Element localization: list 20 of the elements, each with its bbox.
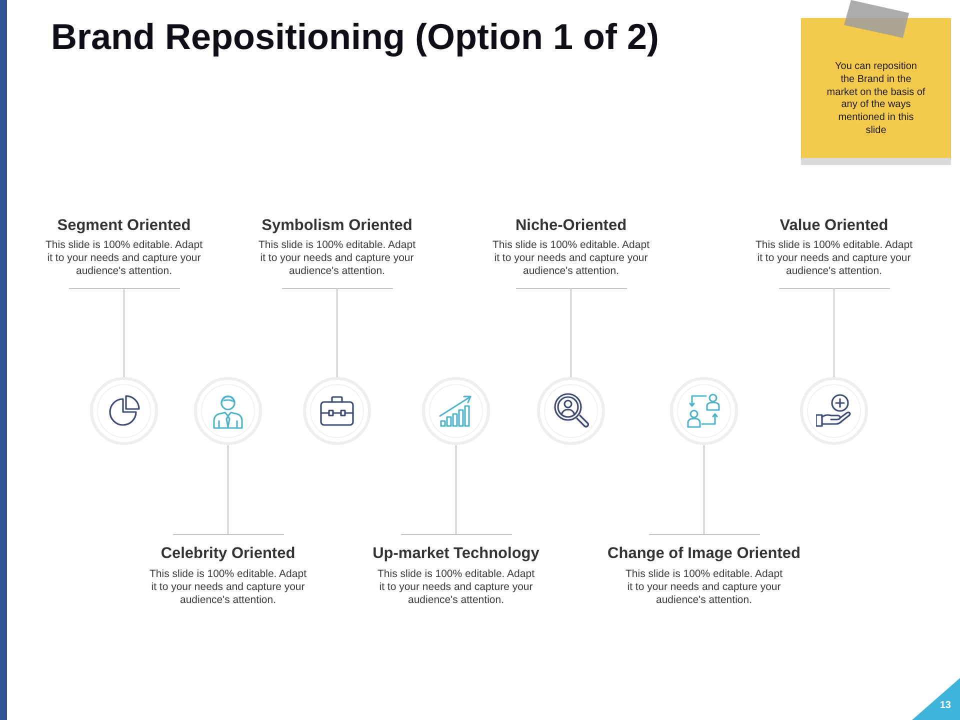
note-text: You can reposition the Brand in the market on the basis of any of the ways mentioned in this slide	[826, 61, 926, 138]
description-text: This slide is 100% editable. Adapt it to your needs and capture your audience's attention.	[491, 239, 650, 278]
section-heading: Segment Oriented	[57, 217, 191, 235]
section-heading: Niche-Oriented	[515, 217, 627, 235]
connector-line	[570, 288, 572, 378]
section-heading: Change of Image Oriented	[608, 545, 800, 563]
description-text: This slide is 100% editable. Adapt it to your needs and capture your audience's attention.	[754, 239, 914, 278]
description-text: This slide is 100% editable. Adapt it to your needs and capture your audience's attention.	[257, 239, 416, 278]
page-number: 13	[940, 700, 951, 712]
sticky-note	[801, 18, 951, 165]
description-text: This slide is 100% editable. Adapt it to your needs and capture your audience's attention.	[44, 239, 204, 278]
description-text: This slide is 100% editable. Adapt it to your needs and capture your audience's attention.	[624, 568, 784, 607]
slide-title: Brand Repositioning (Option 1 of 2)	[51, 16, 659, 58]
description-text: This slide is 100% editable. Adapt it to your needs and capture your audience's attention.	[376, 568, 536, 607]
section-heading: Up-market Technology	[372, 545, 540, 563]
section-heading: Celebrity Oriented	[160, 545, 296, 563]
section-heading: Value Oriented	[780, 217, 888, 235]
section-heading: Symbolism Oriented	[262, 217, 412, 235]
connector-line	[336, 288, 338, 378]
description-text: This slide is 100% editable. Adapt it to your needs and capture your audience's attention.	[148, 568, 308, 607]
